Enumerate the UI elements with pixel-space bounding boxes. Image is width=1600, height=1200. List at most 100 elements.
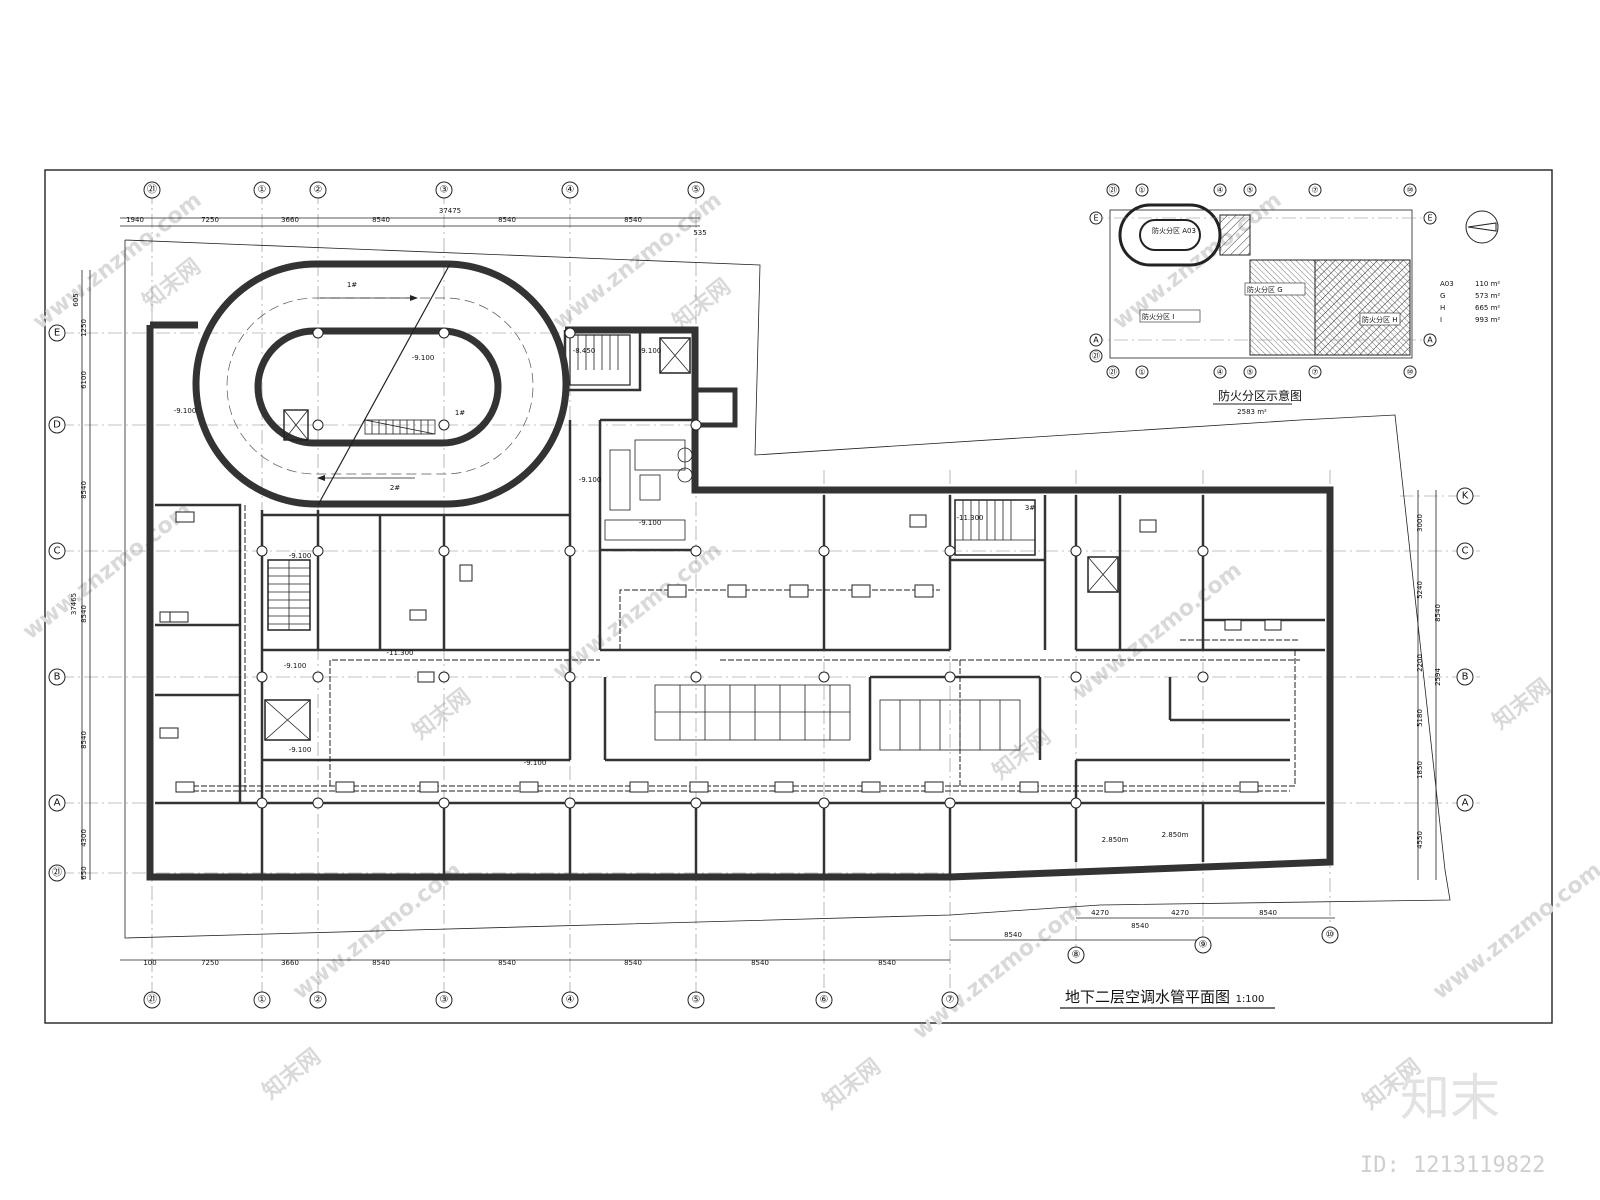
key-axis-bubbles-side: E A ㉑ E A <box>1089 211 1437 363</box>
sheet-border <box>44 169 1553 1024</box>
svg-text:-9.100: -9.100 <box>289 746 312 754</box>
svg-text:B: B <box>1462 672 1469 683</box>
interior-walls <box>155 330 1325 877</box>
svg-text:-9.100: -9.100 <box>284 662 307 670</box>
stair-2 <box>569 334 631 386</box>
axis-bubble: ② <box>309 181 327 199</box>
watermark-brand: 知末网 <box>818 1054 886 1115</box>
level-annotations: -9.100 -9.100 -8.450 -9.100 -9.100 -9.10… <box>174 347 1189 844</box>
svg-text:㉑: ㉑ <box>1109 186 1117 195</box>
elevator-1 <box>264 699 311 741</box>
axis-bubble: ③ <box>435 181 453 199</box>
stair-3: 3# <box>954 499 1036 556</box>
axis-bubble: ⑤ <box>687 181 705 199</box>
svg-text:535: 535 <box>693 229 706 237</box>
axis-bubble: ㉑ <box>143 181 161 199</box>
axis-bubble: A <box>48 794 66 812</box>
axis-bubble: ② <box>309 991 327 1009</box>
axis-bubble: D <box>48 416 66 434</box>
svg-text:②: ② <box>314 995 323 1006</box>
svg-text:⑤: ⑤ <box>692 185 701 196</box>
axis-bubble: ⑧ <box>1067 946 1085 964</box>
svg-text:⑤: ⑤ <box>1246 368 1253 377</box>
svg-text:⑤: ⑤ <box>692 995 701 1006</box>
svg-text:G: G <box>1440 292 1445 300</box>
svg-text:-8.450: -8.450 <box>573 347 596 355</box>
axis-bubbles-top: ㉑ ① ② ③ ④ ⑤ <box>143 181 705 199</box>
key-axis-bubbles-top: ㉑ ① ④ ⑤ ⑦ ⑩ <box>1106 183 1417 197</box>
axis-bubble: B <box>1456 668 1474 686</box>
ramp-label: 1# <box>455 409 465 417</box>
svg-text:8540: 8540 <box>498 959 516 967</box>
svg-text:5240: 5240 <box>1416 581 1424 599</box>
svg-text:㉑: ㉑ <box>52 867 62 879</box>
svg-text:㉑: ㉑ <box>1092 352 1100 361</box>
svg-text:-9.100: -9.100 <box>639 519 662 527</box>
svg-text:-9.100: -9.100 <box>174 407 197 415</box>
svg-text:①: ① <box>258 995 267 1006</box>
toilet-block <box>654 684 1021 751</box>
svg-text:④: ④ <box>566 185 575 196</box>
watermark-text: www.znzmo.com <box>1068 558 1246 705</box>
site-boundary <box>124 239 1451 939</box>
svg-text:8540: 8540 <box>498 216 516 224</box>
svg-text:⑩: ⑩ <box>1406 186 1413 195</box>
svg-text:③: ③ <box>440 185 449 196</box>
svg-text:⑧: ⑧ <box>1072 950 1081 961</box>
zone-label: 防火分区 G <box>1247 285 1283 294</box>
svg-text:⑥: ⑥ <box>820 995 829 1006</box>
watermark-text: www.znzmo.com <box>28 188 206 335</box>
svg-text:6100: 6100 <box>80 371 88 389</box>
svg-text:-9.100: -9.100 <box>289 552 312 560</box>
stair-label: 3# <box>1025 504 1035 512</box>
svg-text:④: ④ <box>566 995 575 1006</box>
svg-text:1250: 1250 <box>80 319 88 337</box>
svg-text:8540: 8540 <box>624 959 642 967</box>
ramp-label: 2# <box>390 484 400 492</box>
drawing-scale: 1:100 <box>1236 994 1265 1005</box>
svg-text:A: A <box>1462 798 1469 809</box>
axis-bubble: K <box>1456 487 1474 505</box>
svg-text:⑤: ⑤ <box>1246 186 1253 195</box>
building-walls <box>146 321 1334 881</box>
drawing-title-block: 地下二层空调水管平面图 1:100 <box>1060 988 1275 1009</box>
svg-text:C: C <box>1462 546 1469 557</box>
svg-text:-11.300: -11.300 <box>386 649 413 657</box>
svg-text:4550: 4550 <box>1416 831 1424 849</box>
svg-text:④: ④ <box>1216 368 1223 377</box>
watermark-brand: 知末网 <box>668 274 736 335</box>
svg-text:650: 650 <box>80 866 88 879</box>
axis-bubble: ⑨ <box>1194 936 1212 954</box>
north-arrow <box>1465 210 1499 244</box>
svg-text:-9.100: -9.100 <box>524 759 547 767</box>
watermark-brand: 知末网 <box>988 724 1056 785</box>
svg-text:8540: 8540 <box>1259 909 1277 917</box>
svg-text:7250: 7250 <box>201 959 219 967</box>
svg-text:②: ② <box>314 185 323 196</box>
svg-text:A: A <box>1427 336 1433 345</box>
svg-text:③: ③ <box>440 995 449 1006</box>
axis-bubble: ㉑ <box>48 864 66 882</box>
axis-bubble: ⑥ <box>815 991 833 1009</box>
brand-logo: 知末 <box>1400 1069 1500 1127</box>
svg-text:4270: 4270 <box>1091 909 1109 917</box>
key-plan-title: 防火分区示意图 <box>1218 388 1302 403</box>
svg-text:605: 605 <box>72 293 80 306</box>
svg-text:3660: 3660 <box>281 959 299 967</box>
svg-text:4270: 4270 <box>1171 909 1189 917</box>
svg-text:8540: 8540 <box>878 959 896 967</box>
axis-bubble: ⑩ <box>1321 926 1339 944</box>
axis-bubble: ⑦ <box>941 991 959 1009</box>
elevation-label: 2.850m <box>1162 831 1189 839</box>
fire-zone-key-plan: 防火分区 A03 防火分区 G 防火分区 I 防火分区 H ㉑ ① ④ ⑤ ⑦ … <box>1089 183 1500 416</box>
svg-text:3660: 3660 <box>281 216 299 224</box>
axis-bubble: ① <box>253 181 271 199</box>
svg-text:①: ① <box>258 185 267 196</box>
dimension-lines: 37475 1940 7250 3660 8540 8540 8540 535 … <box>70 207 1442 967</box>
axis-bubble: C <box>1456 542 1474 560</box>
axis-bubble: B <box>48 668 66 686</box>
svg-text:A: A <box>1093 336 1099 345</box>
svg-text:8540: 8540 <box>1434 604 1442 622</box>
svg-text:C: C <box>54 546 61 557</box>
